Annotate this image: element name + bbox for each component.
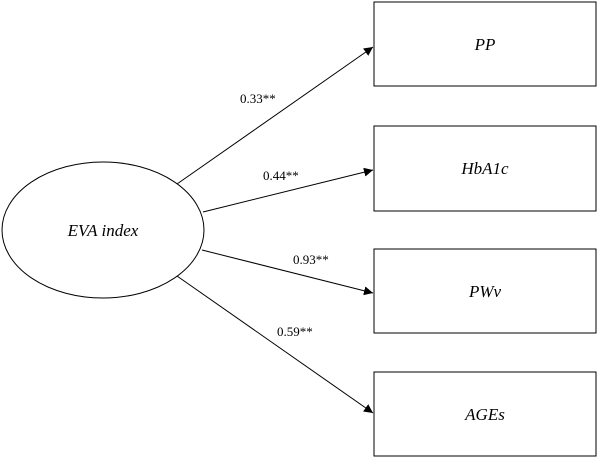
coefficient-hba1c: 0.44**: [263, 168, 299, 183]
target-label-hba1c: HbA1c: [460, 159, 509, 178]
source-node-label: EVA index: [67, 221, 139, 240]
arrow-ages: [176, 275, 374, 414]
source-ellipse: [1, 161, 205, 299]
arrow-hba1c: [202, 167, 374, 213]
target-box-pwv: [373, 248, 597, 334]
target-label-pwv: PWv: [468, 282, 502, 301]
arrow-pwv: [201, 249, 374, 296]
coefficient-pwv: 0.93**: [293, 252, 329, 267]
target-label-pp: PP: [474, 35, 496, 54]
arrow-pp: [176, 46, 374, 185]
target-node-ages: AGEs: [373, 371, 597, 457]
coefficients: 0.33** 0.44** 0.93** 0.59**: [240, 91, 329, 339]
target-node-pp: PP: [373, 1, 597, 87]
target-label-ages: AGEs: [464, 405, 505, 424]
arrows: [176, 46, 374, 414]
target-node-hba1c: HbA1c: [373, 125, 597, 212]
target-node-pwv: PWv: [373, 248, 597, 334]
coefficient-pp: 0.33**: [240, 91, 276, 106]
coefficient-ages: 0.59**: [277, 324, 313, 339]
target-box-ages: [373, 371, 597, 457]
source-node: EVA index: [1, 161, 205, 299]
target-box-pp: [373, 1, 597, 87]
target-box-hba1c: [373, 125, 597, 212]
